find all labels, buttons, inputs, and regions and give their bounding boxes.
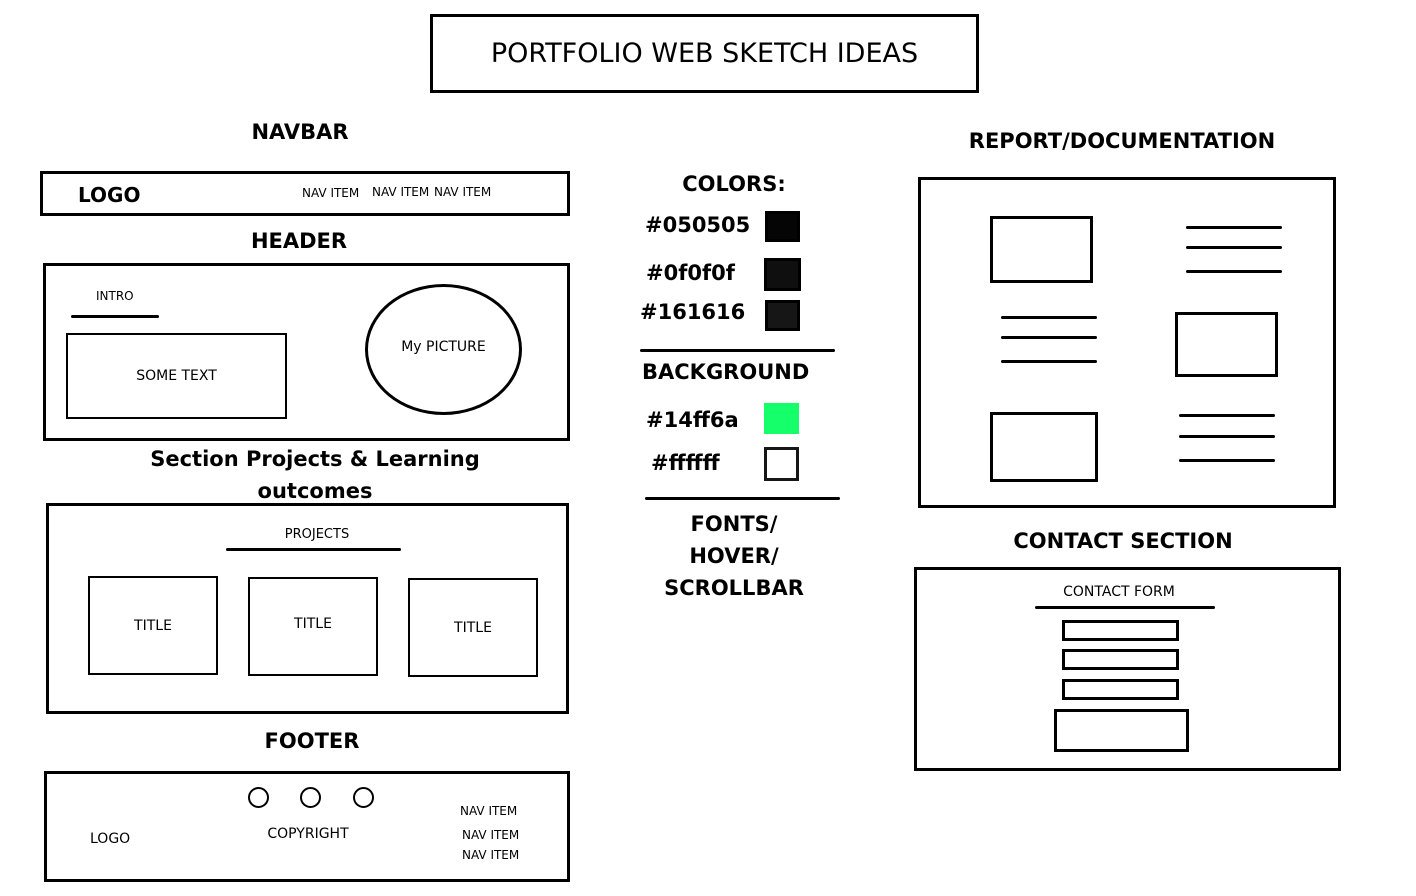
page-title: PORTFOLIO WEB SKETCH IDEAS <box>490 38 919 69</box>
social-icon <box>300 787 321 808</box>
text-line <box>1001 360 1097 363</box>
intro-label: INTRO <box>96 289 134 303</box>
colors-heading: COLORS: <box>682 172 786 196</box>
color-hex: #050505 <box>645 213 751 237</box>
image-placeholder <box>990 412 1098 482</box>
color-hex: #ffffff <box>651 451 720 475</box>
projects-heading-2: outcomes <box>257 479 373 503</box>
report-heading: REPORT/DOCUMENTATION <box>968 129 1276 153</box>
color-hex: #0f0f0f <box>646 261 735 285</box>
social-icon <box>353 787 374 808</box>
navbar-heading: NAVBAR <box>251 120 349 144</box>
project-card: TITLE <box>248 577 378 676</box>
color-swatch <box>765 211 800 242</box>
color-swatch <box>765 300 800 331</box>
header-heading: HEADER <box>250 229 348 253</box>
text-line <box>1001 316 1097 319</box>
projects-heading: Section Projects & Learning <box>150 447 480 471</box>
color-hex: #14ff6a <box>646 408 739 432</box>
divider <box>71 315 159 318</box>
hover-heading: HOVER/ <box>689 544 779 568</box>
contact-heading: CONTACT SECTION <box>1013 529 1233 553</box>
divider <box>1035 606 1215 609</box>
card-title: TITLE <box>294 615 332 632</box>
scrollbar-heading: SCROLLBAR <box>664 576 804 600</box>
footer-logo: LOGO <box>90 831 131 847</box>
color-hex: #161616 <box>640 300 746 324</box>
contact-form-label: CONTACT FORM <box>1063 584 1175 600</box>
card-title: TITLE <box>454 619 492 636</box>
divider <box>226 548 401 551</box>
project-card: TITLE <box>408 578 538 677</box>
navbar-item: NAV ITEM <box>372 185 430 199</box>
some-text-box: SOME TEXT <box>66 333 287 419</box>
form-input <box>1062 620 1179 641</box>
footer-nav-item: NAV ITEM <box>462 828 520 842</box>
navbar-item: NAV ITEM <box>302 186 360 200</box>
picture-label: My PICTURE <box>401 339 486 355</box>
color-swatch <box>764 403 799 434</box>
text-line <box>1186 246 1282 249</box>
projects-label: PROJECTS <box>284 527 350 542</box>
card-title: TITLE <box>134 617 172 634</box>
navbar-sketch <box>40 171 570 216</box>
text-line <box>1179 435 1275 438</box>
fonts-heading: FONTS/ <box>690 512 778 536</box>
some-text-label: SOME TEXT <box>136 368 217 384</box>
background-heading: BACKGROUND <box>642 360 810 384</box>
text-line <box>1186 270 1282 273</box>
divider <box>645 497 840 500</box>
color-swatch <box>764 447 799 481</box>
navbar-item: NAV ITEM <box>434 185 492 199</box>
form-input <box>1062 649 1179 670</box>
title-box: PORTFOLIO WEB SKETCH IDEAS <box>430 14 979 93</box>
social-icon <box>248 787 269 808</box>
footer-heading: FOOTER <box>264 729 360 753</box>
form-input <box>1062 679 1179 700</box>
color-swatch <box>764 258 801 291</box>
image-placeholder <box>990 216 1093 283</box>
project-card: TITLE <box>88 576 218 675</box>
footer-nav-item: NAV ITEM <box>460 804 518 818</box>
divider <box>640 349 835 352</box>
text-line <box>1179 414 1275 417</box>
text-line <box>1179 459 1275 462</box>
form-submit-button <box>1054 709 1189 752</box>
copyright-label: COPYRIGHT <box>267 826 349 842</box>
text-line <box>1001 336 1097 339</box>
text-line <box>1186 226 1282 229</box>
footer-nav-item: NAV ITEM <box>462 848 520 862</box>
picture-circle: My PICTURE <box>365 284 522 415</box>
navbar-logo: LOGO <box>78 183 141 207</box>
image-placeholder <box>1175 312 1278 377</box>
